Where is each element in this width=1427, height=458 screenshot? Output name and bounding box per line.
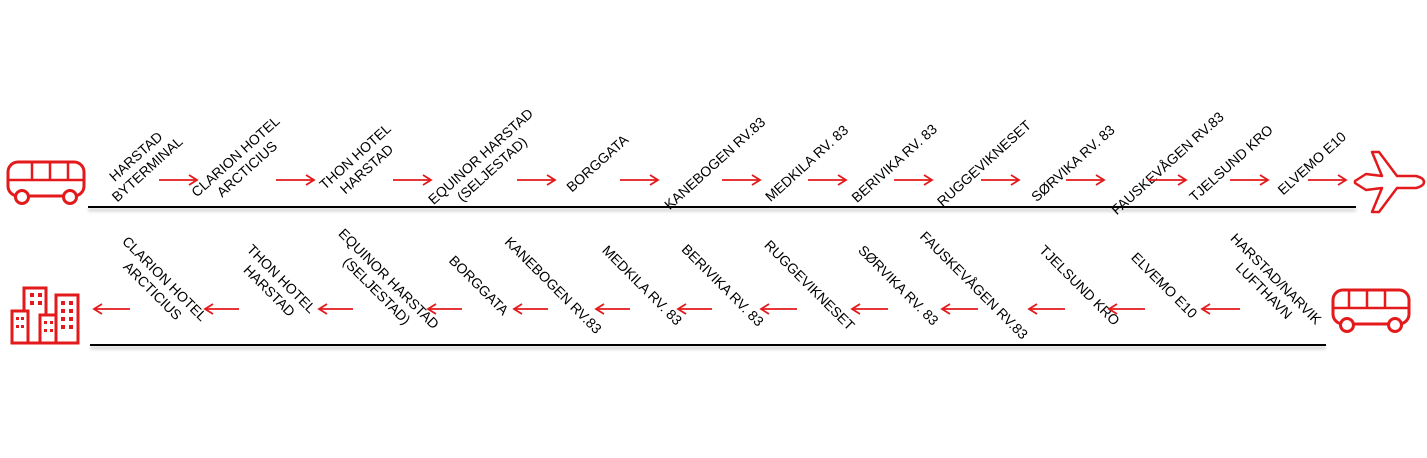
outbound-route-line [88,206,1356,208]
direction-arrow-icon [981,174,1021,186]
direction-arrow-icon [940,303,978,315]
direction-arrow-icon [1027,303,1065,315]
direction-arrow-icon [808,174,848,186]
airplane-icon [1353,150,1426,214]
direction-arrow-icon [1066,174,1106,186]
bus-icon [1331,288,1411,333]
direction-arrow-icon [1200,303,1240,315]
direction-arrow-icon [676,303,712,315]
direction-arrow-icon [393,174,433,186]
bus-icon [6,160,86,205]
direction-arrow-icon [159,174,199,186]
city-buildings-icon [10,286,80,345]
direction-arrow-icon [722,174,762,186]
direction-arrow-icon [759,303,797,315]
direction-arrow-icon [317,303,353,315]
inbound-route-line [90,344,1326,346]
direction-arrow-icon [1308,174,1348,186]
direction-arrow-icon [850,303,888,315]
direction-arrow-icon [594,303,630,315]
direction-arrow-icon [1230,174,1270,186]
direction-arrow-icon [92,303,130,315]
direction-arrow-icon [1107,303,1145,315]
direction-arrow-icon [894,174,934,186]
direction-arrow-icon [426,303,462,315]
direction-arrow-icon [517,174,557,186]
direction-arrow-icon [1148,174,1188,186]
direction-arrow-icon [203,303,239,315]
direction-arrow-icon [276,174,316,186]
direction-arrow-icon [512,303,548,315]
direction-arrow-icon [620,174,660,186]
